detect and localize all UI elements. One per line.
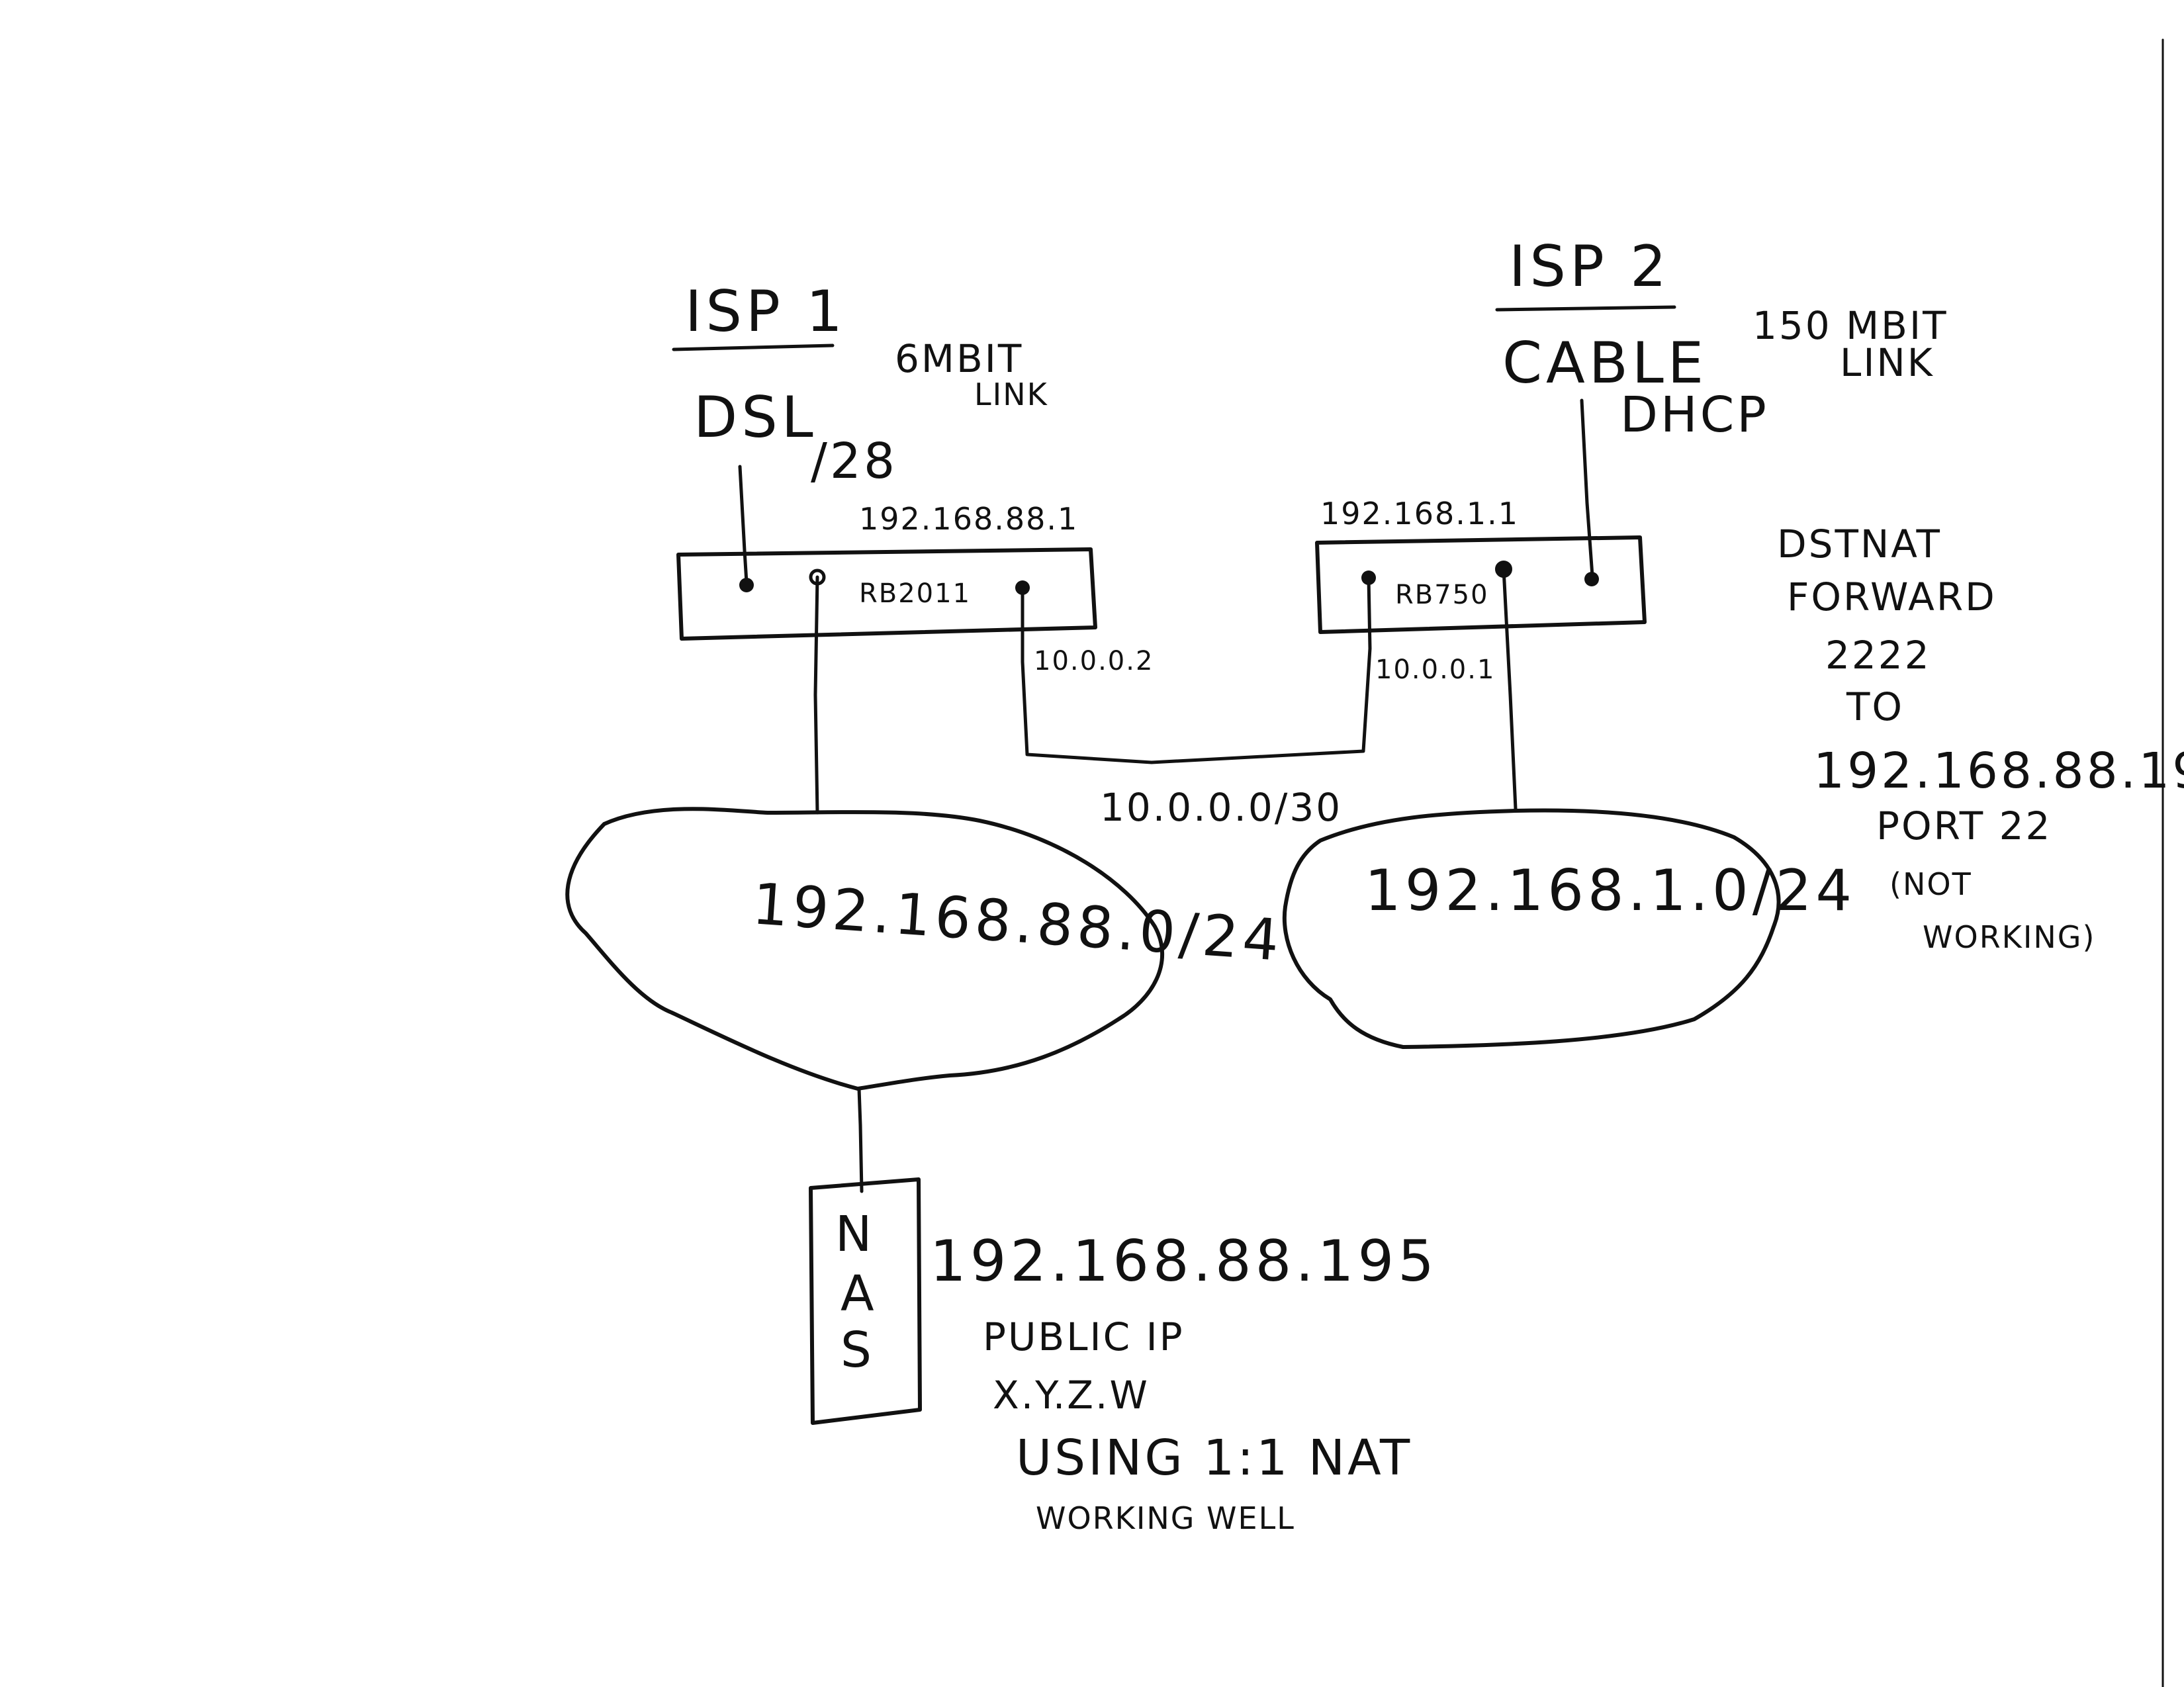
dstnat-note-line-4: TO <box>1846 684 1904 729</box>
dstnat-note-line-6: PORT 22 <box>1876 803 2052 848</box>
router-left-name: RB2011 <box>859 578 971 609</box>
nas-ip: 192.168.88.195 <box>930 1228 1438 1295</box>
isp1-uplink-wire <box>738 465 749 584</box>
nas-note-line-3: USING 1:1 NAT <box>1016 1430 1412 1486</box>
router-right-lan-ip: 192.168.1.1 <box>1320 496 1519 531</box>
link-subnet-label: 10.0.0.0/30 <box>1100 785 1342 830</box>
router-right-box <box>1315 535 1647 634</box>
isp1-type: DSL <box>694 385 817 451</box>
cloud-right-subnet: 192.168.1.0/24 <box>1365 858 1856 924</box>
cloud-left-shape <box>565 807 1164 1091</box>
router-right-port-wan <box>1584 572 1599 586</box>
isp2-underline <box>1495 305 1676 312</box>
isp1-speed: 6MBIT <box>895 336 1023 381</box>
dstnat-note-line-2: FORWARD <box>1787 574 1997 619</box>
isp1-underline <box>672 343 835 351</box>
nas-note-line-2: X.Y.Z.W <box>993 1373 1150 1418</box>
router-right-link-ip: 10.0.0.1 <box>1375 655 1495 685</box>
isp1-subnet-suffix: /28 <box>811 433 897 490</box>
nas-box <box>809 1177 922 1425</box>
isp2-type: CABLE <box>1502 330 1707 396</box>
dstnat-note-line-5: 192.168.88.195 <box>1813 743 2184 799</box>
isp2-uplink-wire <box>1580 398 1594 578</box>
router-right-lan-wire <box>1502 567 1518 811</box>
dstnat-note-line-1: DSTNAT <box>1777 522 1942 567</box>
isp1-label: ISP 1 <box>685 279 846 345</box>
isp2-label: ISP 2 <box>1509 234 1670 300</box>
dstnat-note-line-7: (NOT <box>1889 866 1972 902</box>
isp1-speed-link: LINK <box>974 377 1048 412</box>
dstnat-note-line-3: 2222 <box>1825 633 1931 678</box>
router-left-link-ip: 10.0.0.2 <box>1034 646 1154 676</box>
isp2-speed-link: LINK <box>1840 340 1934 385</box>
nas-note-line-1: PUBLIC IP <box>983 1314 1185 1359</box>
isp2-speed: 150 MBIT <box>1752 303 1948 348</box>
nas-letter-n: N <box>835 1206 874 1263</box>
inter-router-link-wire <box>1021 576 1372 764</box>
dstnat-note-line-8: WORKING) <box>1923 919 2095 955</box>
router-right-name: RB750 <box>1395 580 1489 610</box>
isp2-mode: DHCP <box>1620 387 1769 443</box>
cloud-left-subnet: 192.168.88.0/24 <box>751 871 1285 974</box>
router-left-lan-ip: 192.168.88.1 <box>859 501 1078 537</box>
router-left-port-wan <box>739 578 754 592</box>
router-left-box <box>676 547 1097 641</box>
nas-note-line-4: WORKING WELL <box>1036 1500 1295 1536</box>
router-left-lan-wire <box>813 575 819 815</box>
nas-letter-a: A <box>841 1265 877 1322</box>
cloud-right-shape <box>1282 808 1781 1049</box>
nas-letter-s: S <box>841 1322 874 1379</box>
nas-wire <box>857 1087 864 1193</box>
